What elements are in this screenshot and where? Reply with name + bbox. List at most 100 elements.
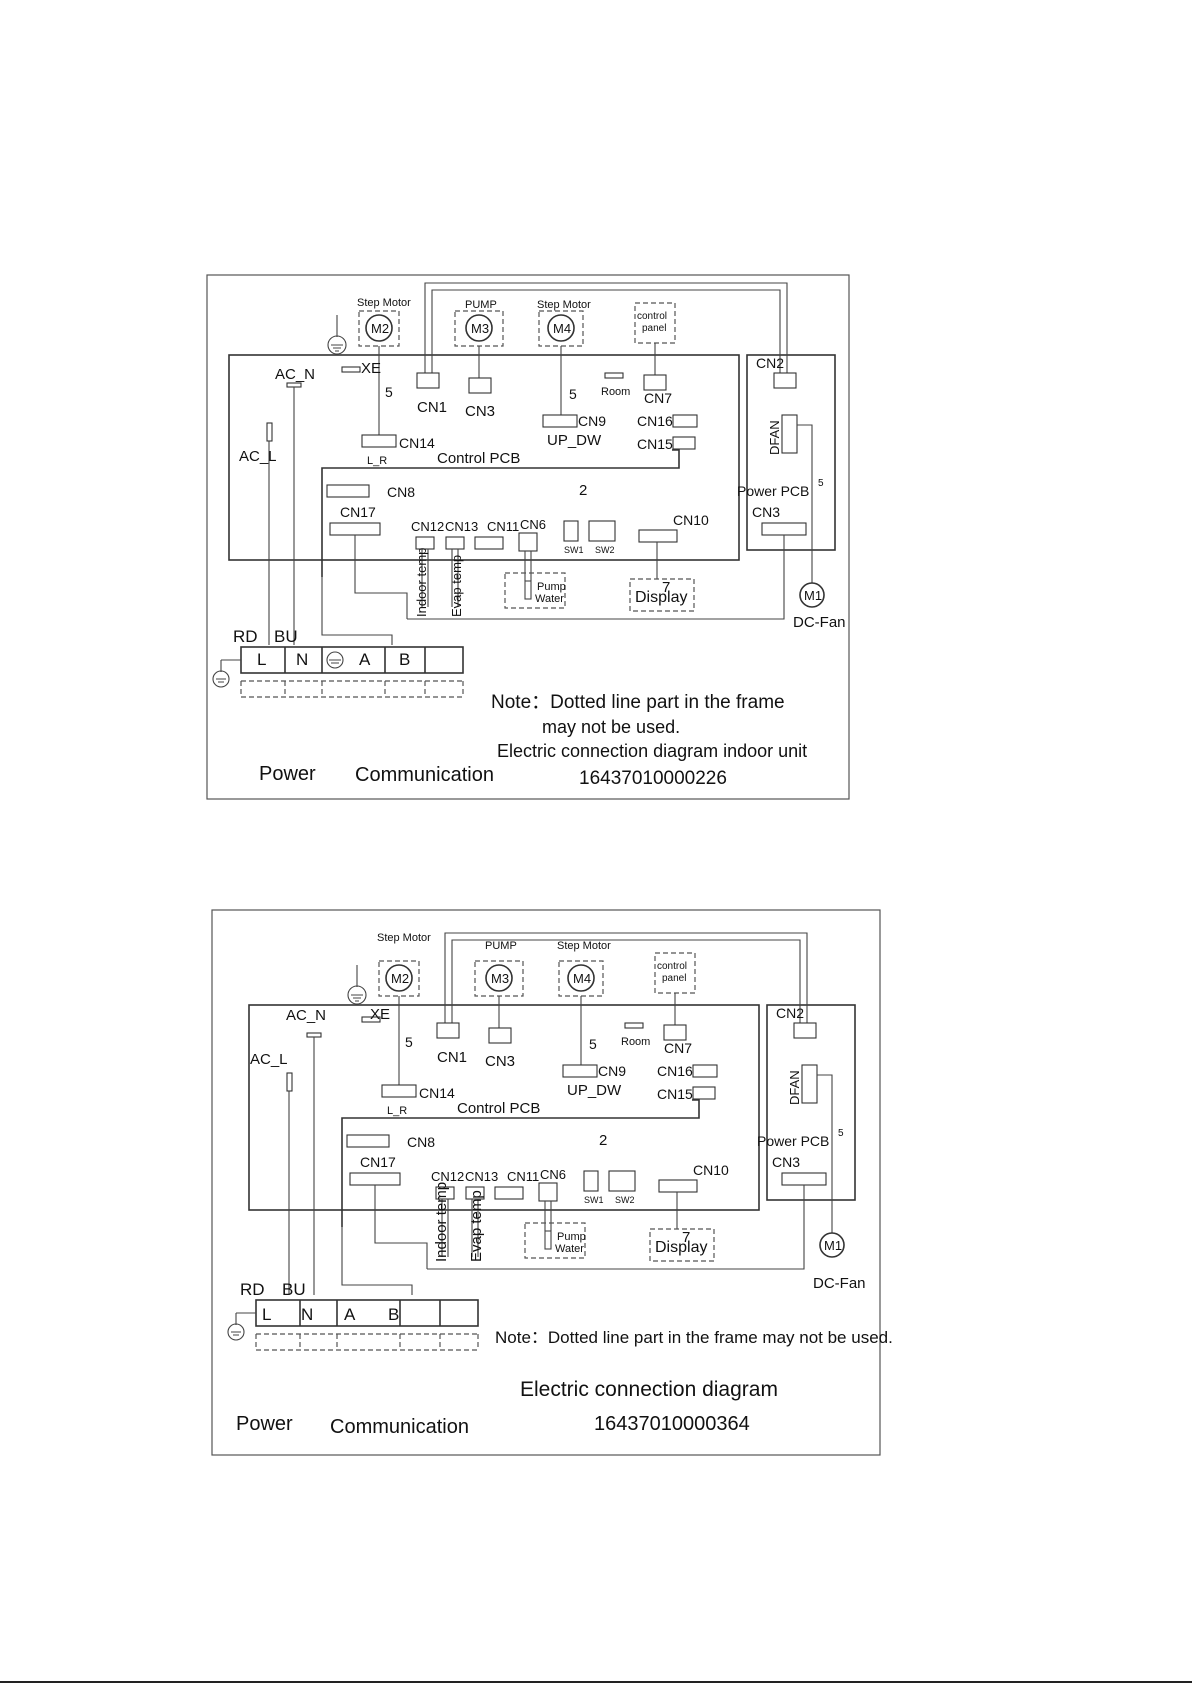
terminal-b-label: B <box>388 1305 399 1324</box>
cn7-label: CN7 <box>664 1040 692 1056</box>
cn10-label: CN10 <box>673 512 709 528</box>
pump-water-label-2: Water <box>555 1243 584 1255</box>
power-label: Power <box>259 763 316 785</box>
cn6-label: CN6 <box>540 1167 566 1182</box>
bu-label: BU <box>282 1280 306 1299</box>
five-a-label: 5 <box>405 1034 413 1050</box>
indoor-temp-label: Indoor temp <box>433 1182 450 1262</box>
two-label: 2 <box>599 1132 607 1149</box>
note-line-1: Note：Dotted line part in the frame may n… <box>495 1328 893 1347</box>
ac-l-label: AC_L <box>239 448 277 465</box>
sw2-label: SW2 <box>615 1195 635 1205</box>
five-b-label: 5 <box>569 386 577 402</box>
cn1-label: CN1 <box>437 1049 467 1066</box>
room-label: Room <box>621 1036 650 1048</box>
seven-label: 7 <box>682 1229 690 1246</box>
communication-label: Communication <box>355 764 494 786</box>
cn16-label: CN16 <box>637 413 673 429</box>
evap-temp-label: Evap temp <box>468 1190 485 1262</box>
cn3-label: CN3 <box>465 403 495 420</box>
pump-water-label-1: Pump <box>537 581 566 593</box>
terminal-n-label: N <box>296 650 308 669</box>
terminal-n-label: N <box>301 1305 313 1324</box>
cn9-label: CN9 <box>578 413 606 429</box>
five-b-label: 5 <box>589 1036 597 1052</box>
cn14-label: CN14 <box>419 1085 455 1101</box>
cn12-label: CN12 <box>411 519 444 534</box>
m3-label: M3 <box>471 321 489 336</box>
ac-n-label: AC_N <box>275 366 315 383</box>
diagram-code: 16437010000364 <box>594 1413 750 1435</box>
control-panel-label-1: control <box>637 311 667 322</box>
indoor-temp-label: Indoor temp <box>414 548 429 617</box>
m3-label: M3 <box>491 971 509 986</box>
step-motor-left-label: Step Motor <box>377 932 431 944</box>
m2-label: M2 <box>391 971 409 986</box>
page-bottom-border <box>0 1681 1192 1683</box>
l-r-label: L_R <box>387 1105 407 1117</box>
cn7-label: CN7 <box>644 390 672 406</box>
xe-label: XE <box>361 360 381 377</box>
control-panel-label-2: panel <box>662 973 686 984</box>
cn3b-label: CN3 <box>752 504 780 520</box>
control-pcb-label: Control PCB <box>437 450 520 467</box>
sw1-label: SW1 <box>564 545 584 555</box>
control-panel-label-1: control <box>657 961 687 972</box>
seven-label: 7 <box>662 579 670 596</box>
pump-label: PUMP <box>485 940 517 952</box>
xe-label: XE <box>370 1006 390 1023</box>
dc-fan-label: DC-Fan <box>813 1275 866 1292</box>
cn13-label: CN13 <box>445 519 478 534</box>
dfan-label: DFAN <box>787 1070 802 1105</box>
communication-label: Communication <box>330 1416 469 1438</box>
m4-label: M4 <box>573 971 591 986</box>
dc-fan-label: DC-Fan <box>793 614 846 631</box>
cn17-label: CN17 <box>360 1154 396 1170</box>
step-motor-right-label: Step Motor <box>537 299 591 311</box>
cn15-label: CN15 <box>637 436 673 452</box>
cn8-label: CN8 <box>387 484 415 500</box>
cn11-label: CN11 <box>487 519 519 534</box>
up-dw-label: UP_DW <box>567 1082 622 1099</box>
terminal-b-label: B <box>399 650 410 669</box>
two-label: 2 <box>579 482 587 499</box>
ac-l-label: AC_L <box>250 1051 288 1068</box>
cn11-label: CN11 <box>507 1169 539 1184</box>
pump-water-label-1: Pump <box>557 1231 586 1243</box>
up-dw-label: UP_DW <box>547 432 602 449</box>
cn2-label: CN2 <box>756 355 784 371</box>
pump-label: PUMP <box>465 299 497 311</box>
cn13-label: CN13 <box>465 1169 498 1184</box>
m4-label: M4 <box>553 321 571 336</box>
pump-water-label-2: Water <box>535 593 564 605</box>
diagram-1: Step Motor M2 PUMP M3 Step Motor M4 cont… <box>206 274 850 800</box>
step-motor-right-label: Step Motor <box>557 940 611 952</box>
cn9-label: CN9 <box>598 1063 626 1079</box>
earth-terminal-icon <box>326 651 344 669</box>
five-c-label: 5 <box>818 478 824 489</box>
cn16-label: CN16 <box>657 1063 693 1079</box>
display-label: Display <box>655 1239 707 1256</box>
cn17-label: CN17 <box>340 504 376 520</box>
diagram-2: Step Motor M2 PUMP M3 Step Motor M4 cont… <box>211 909 893 1456</box>
diagram-1-frame <box>206 274 850 800</box>
cn2-label: CN2 <box>776 1005 804 1021</box>
ac-n-label: AC_N <box>286 1007 326 1024</box>
evap-temp-label: Evap temp <box>449 555 464 617</box>
diagram-code: 16437010000226 <box>579 768 727 789</box>
cn8-label: CN8 <box>407 1134 435 1150</box>
five-a-label: 5 <box>385 384 393 400</box>
m1-label: M1 <box>804 588 822 603</box>
control-pcb-label: Control PCB <box>457 1100 540 1117</box>
cn1-label: CN1 <box>417 399 447 416</box>
cn6-label: CN6 <box>520 517 546 532</box>
display-label: Display <box>635 589 687 606</box>
diagram-2-frame <box>211 909 881 1456</box>
sw2-label: SW2 <box>595 545 615 555</box>
rd-label: RD <box>233 627 258 646</box>
cn15-label: CN15 <box>657 1086 693 1102</box>
earth-terminal-bars <box>329 659 341 664</box>
diagram-title: Electric connection diagram <box>520 1378 778 1401</box>
cn3b-label: CN3 <box>772 1154 800 1170</box>
note-line-1: Note：Dotted line part in the frame <box>491 692 785 713</box>
